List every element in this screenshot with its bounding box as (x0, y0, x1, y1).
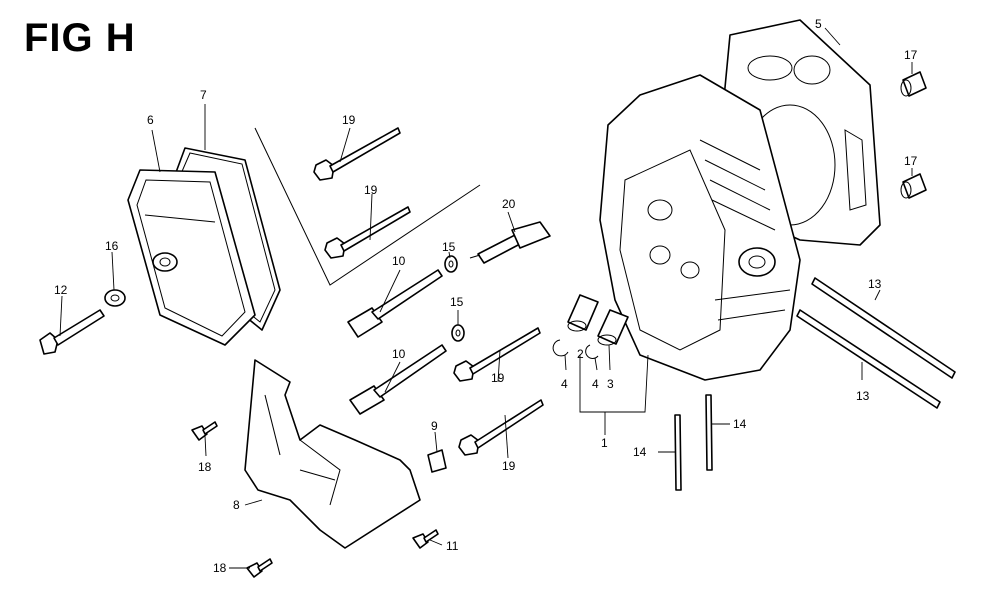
callout-label: 15 (450, 295, 464, 309)
callout-label: 20 (502, 197, 516, 211)
part-screw-18-upper (191, 421, 218, 441)
part-washer-16 (104, 289, 126, 307)
part-washer-15-upper (444, 255, 458, 273)
callout-label: 17 (904, 154, 918, 168)
callout-label: 18 (213, 561, 227, 575)
part-stud-14-left (674, 414, 682, 491)
section-divider-line (254, 127, 481, 286)
part-stud-10-upper (347, 269, 443, 338)
callout-label: 5 (815, 17, 822, 31)
callout-label: 1 (601, 436, 608, 450)
part-head-cover-6 (127, 169, 256, 346)
callout-label: 19 (364, 183, 378, 197)
part-bolt-19-upper (313, 127, 401, 181)
part-dowel-pin-17-lower (900, 173, 927, 199)
callout-label: 12 (54, 283, 68, 297)
callout-label: 7 (200, 88, 207, 102)
callout-label: 4 (592, 377, 599, 391)
callout-label: 19 (491, 371, 505, 385)
part-push-rod-13-lower (796, 309, 941, 409)
part-clip-4-right (585, 344, 599, 359)
part-valve-guide-2 (567, 294, 599, 332)
callout-label: 2 (577, 347, 584, 361)
callout-labels: 1 2 3 4 4 5 6 7 8 9 10 10 11 12 13 13 14… (54, 17, 918, 575)
callout-label: 15 (442, 240, 456, 254)
callout-label: 14 (733, 417, 747, 431)
part-screw-11 (412, 529, 439, 549)
callout-label: 14 (633, 445, 647, 459)
callout-label: 10 (392, 254, 406, 268)
part-cylinder-head (599, 74, 801, 381)
part-washer-15-lower (451, 324, 465, 342)
callout-label: 9 (431, 419, 438, 433)
part-clip-4-left (552, 339, 569, 357)
part-push-rod-13-upper (811, 277, 956, 379)
part-bracket-8 (244, 359, 421, 549)
part-bolt-19-right (453, 327, 541, 382)
callout-label: 19 (342, 113, 356, 127)
callout-label: 18 (198, 460, 212, 474)
callout-label: 11 (446, 539, 459, 553)
part-stud-10-lower (349, 344, 447, 415)
part-bolt-12 (39, 309, 105, 355)
callout-label: 16 (105, 239, 119, 253)
callout-label: 10 (392, 347, 406, 361)
part-dowel-pin-17-upper (900, 71, 927, 97)
callout-label: 8 (233, 498, 240, 512)
figure-title: FIG H (24, 16, 136, 60)
part-screw-18-lower (246, 558, 273, 578)
callout-label: 4 (561, 377, 568, 391)
part-stud-14-right (705, 394, 713, 471)
leader-lines (59, 27, 913, 569)
callout-label: 3 (607, 377, 614, 391)
part-bolt-19-middle (324, 206, 411, 259)
part-bolt-19-lower (458, 399, 544, 456)
part-valve-guide-3 (597, 309, 629, 346)
part-clip-9 (427, 449, 447, 473)
callout-label: 6 (147, 113, 154, 127)
part-spark-plug-20 (469, 221, 551, 264)
callout-label: 13 (856, 389, 870, 403)
callout-label: 19 (502, 459, 516, 473)
callout-label: 17 (904, 48, 918, 62)
callout-label: 13 (868, 277, 882, 291)
